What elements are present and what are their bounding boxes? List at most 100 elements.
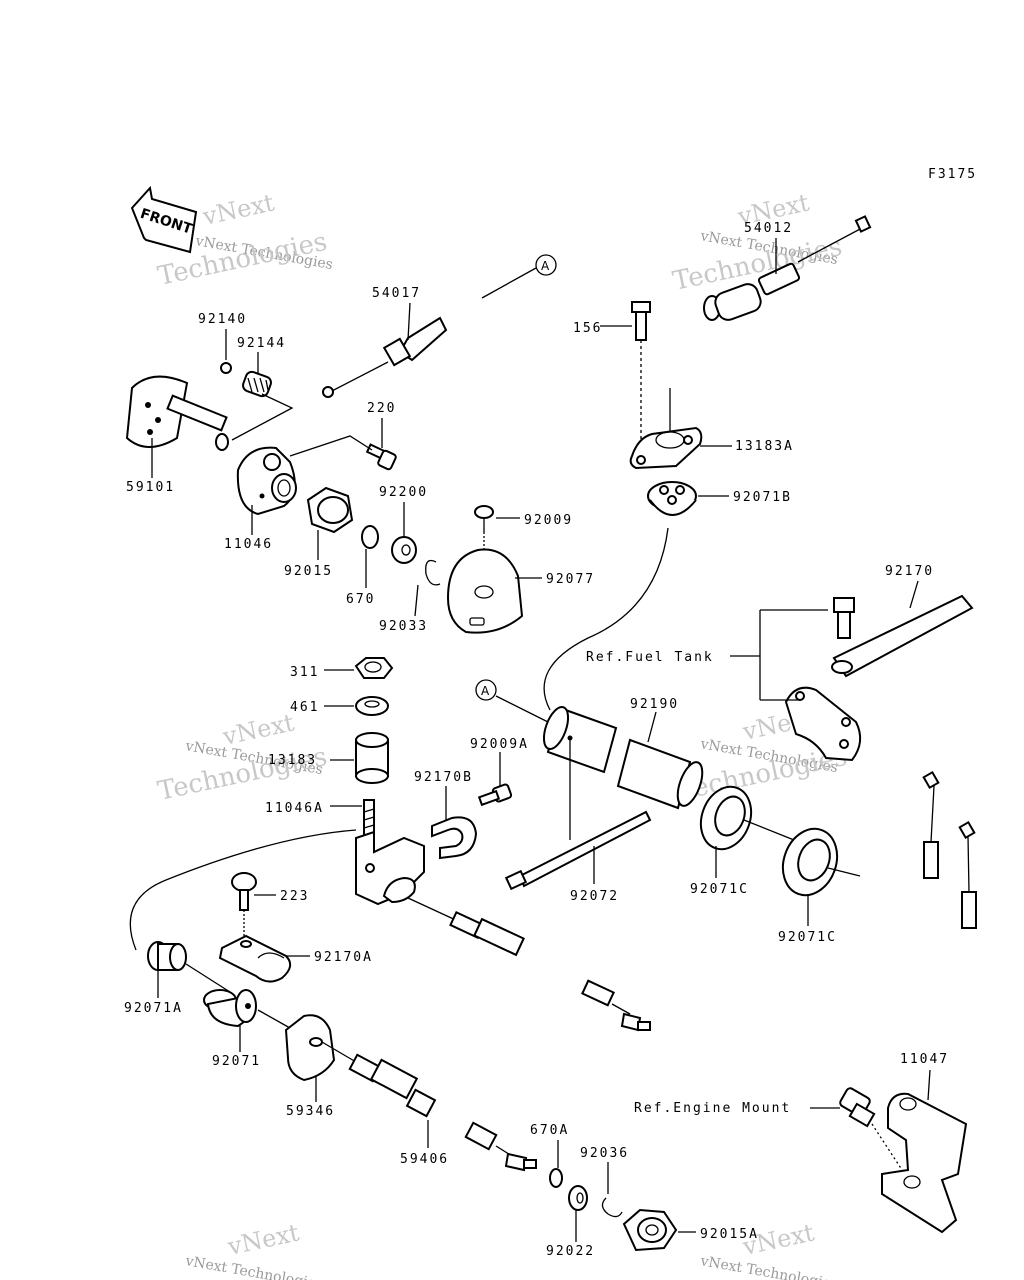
washer-92022 bbox=[568, 1185, 588, 1211]
cable-54012 bbox=[659, 215, 872, 386]
label-220: 220 bbox=[367, 401, 396, 416]
label-13183a: 13183A bbox=[735, 439, 794, 454]
svg-text:vNext Technologies: vNext Technologies bbox=[698, 1253, 839, 1280]
label-ref-engine-mount: Ref.Engine Mount bbox=[634, 1101, 791, 1116]
label-92140: 92140 bbox=[198, 312, 247, 327]
label-11046: 11046 bbox=[224, 537, 273, 552]
label-11046a: 11046A bbox=[265, 801, 324, 816]
clip-92036 bbox=[601, 1197, 623, 1218]
label-54017: 54017 bbox=[372, 286, 421, 301]
o-ring-670a bbox=[549, 1168, 563, 1188]
label-59346: 59346 bbox=[286, 1104, 335, 1119]
label-92071a: 92071A bbox=[124, 1001, 183, 1016]
bracket-92170 bbox=[831, 594, 974, 678]
label-92071b: 92071B bbox=[733, 490, 792, 505]
o-ring-670 bbox=[361, 525, 379, 549]
label-92170a: 92170A bbox=[314, 950, 373, 965]
bolt-92170 bbox=[833, 597, 855, 639]
screw-223 bbox=[231, 872, 257, 911]
choke-cable-54017 bbox=[322, 296, 483, 398]
cable-upper bbox=[407, 897, 651, 1032]
label-92033: 92033 bbox=[379, 619, 428, 634]
label-92022: 92022 bbox=[546, 1244, 595, 1259]
label-92071: 92071 bbox=[212, 1054, 261, 1069]
choke-lever-59101 bbox=[125, 375, 229, 451]
grommet-92071 bbox=[203, 989, 257, 1028]
label-92015a: 92015A bbox=[700, 1227, 759, 1242]
pad-59346 bbox=[284, 1014, 336, 1082]
nut-92015 bbox=[306, 486, 354, 534]
watermark-bottom-left: vNext vNext Technologies bbox=[183, 1218, 324, 1280]
label-54012: 54012 bbox=[744, 221, 793, 236]
bolt-engine-mount bbox=[839, 1087, 876, 1128]
grommet-92071a bbox=[147, 941, 187, 971]
label-92071c-2: 92071C bbox=[778, 930, 837, 945]
label-156: 156 bbox=[573, 321, 602, 336]
spring-92144 bbox=[242, 370, 272, 398]
screw-220 bbox=[365, 443, 397, 471]
label-92200: 92200 bbox=[379, 485, 428, 500]
bolt-156 bbox=[631, 301, 651, 341]
label-13183: 13183 bbox=[268, 753, 317, 768]
cable-loop bbox=[129, 829, 357, 951]
knob-92077 bbox=[446, 548, 524, 634]
svg-text:vNext Technologies: vNext Technologies bbox=[183, 1253, 324, 1280]
grommet-92071c-1 bbox=[699, 785, 753, 851]
throttle-cable-ends bbox=[859, 770, 977, 953]
label-92071c-1: 92071C bbox=[690, 882, 749, 897]
cable-route-line bbox=[543, 527, 669, 711]
tube-92190 bbox=[542, 706, 704, 810]
label-461: 461 bbox=[290, 700, 319, 715]
spacer-13183 bbox=[355, 732, 389, 784]
tie-wrap-92072 bbox=[504, 810, 652, 891]
svg-text:vNext: vNext bbox=[224, 1218, 302, 1261]
label-92077: 92077 bbox=[546, 572, 595, 587]
svg-text:vNext: vNext bbox=[199, 188, 277, 231]
holder-11046 bbox=[236, 446, 297, 516]
label-92170b: 92170B bbox=[414, 770, 473, 785]
holder-11046a bbox=[355, 799, 425, 906]
bolt-92009a bbox=[477, 783, 513, 807]
svg-text:vNext: vNext bbox=[219, 708, 297, 751]
leader-a-top bbox=[481, 267, 537, 299]
clamp-92170a bbox=[218, 934, 292, 983]
label-59101: 59101 bbox=[126, 480, 175, 495]
cable-59406 bbox=[321, 1041, 537, 1172]
label-670: 670 bbox=[346, 592, 375, 607]
label-92144: 92144 bbox=[237, 336, 286, 351]
bracket-11047 bbox=[881, 1092, 968, 1234]
label-311: 311 bbox=[290, 665, 319, 680]
washer-92200 bbox=[391, 536, 417, 564]
label-92072: 92072 bbox=[570, 889, 619, 904]
plate-13183a bbox=[629, 426, 703, 470]
clamp-92170b bbox=[431, 816, 478, 860]
label-92036: 92036 bbox=[580, 1146, 629, 1161]
watermark-top-right: vNext vNext Technologies Technologies bbox=[670, 188, 845, 296]
label-92009: 92009 bbox=[524, 513, 573, 528]
label-92190: 92190 bbox=[630, 697, 679, 712]
label-11047: 11047 bbox=[900, 1052, 949, 1067]
bracket-lower bbox=[784, 686, 862, 762]
svg-text:A: A bbox=[541, 259, 550, 273]
nut-311 bbox=[354, 657, 394, 679]
front-arrow-icon: FRONT bbox=[130, 185, 198, 254]
svg-text:A: A bbox=[481, 684, 490, 698]
washer-461 bbox=[355, 696, 389, 716]
grommet-92071b bbox=[647, 481, 697, 516]
label-670a: 670A bbox=[530, 1123, 569, 1138]
ball-92140 bbox=[220, 362, 232, 374]
label-92015: 92015 bbox=[284, 564, 333, 579]
circlip-92033 bbox=[425, 559, 441, 586]
figure-code: F3175 bbox=[928, 167, 977, 182]
label-92009a: 92009A bbox=[470, 737, 529, 752]
screw-92009 bbox=[474, 505, 494, 532]
callout-a-mid: A bbox=[475, 679, 497, 701]
label-223: 223 bbox=[280, 889, 309, 904]
callout-a-top: A bbox=[535, 254, 557, 276]
nut-92015a bbox=[622, 1208, 678, 1252]
label-92170: 92170 bbox=[885, 564, 934, 579]
label-59406: 59406 bbox=[400, 1152, 449, 1167]
label-ref-fuel-tank: Ref.Fuel Tank bbox=[586, 650, 714, 665]
grommet-92071c-2 bbox=[781, 827, 839, 897]
